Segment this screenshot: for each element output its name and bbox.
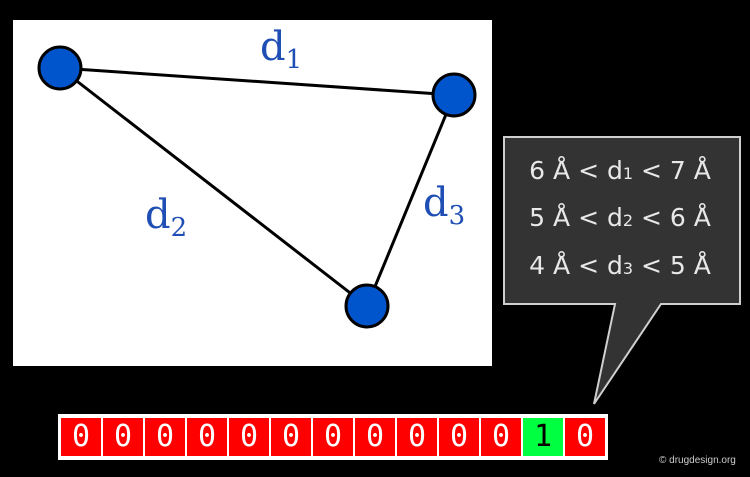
edge-d2 bbox=[59, 66, 368, 308]
bit-cell: 0 bbox=[355, 418, 395, 456]
condition-d1: 6 Å < d1 < 7 Å bbox=[529, 156, 711, 185]
bit-cell: 0 bbox=[145, 418, 185, 456]
bit-cell: 0 bbox=[271, 418, 311, 456]
bit-cell: 0 bbox=[61, 418, 101, 456]
condition-d3: 4 Å < d3 < 5 Å bbox=[529, 251, 711, 280]
node-3 bbox=[344, 283, 390, 329]
label-d3: d3 bbox=[423, 180, 465, 231]
bit-cell: 0 bbox=[397, 418, 437, 456]
edge-d3 bbox=[365, 94, 456, 307]
edge-d1 bbox=[59, 66, 455, 97]
diagram-panel: d1 d2 d3 bbox=[13, 20, 492, 366]
bit-cell: 0 bbox=[187, 418, 227, 456]
bit-cell: 0 bbox=[103, 418, 143, 456]
callout-bubble bbox=[503, 136, 741, 405]
label-d1: d1 bbox=[260, 24, 302, 75]
bit-cell: 0 bbox=[439, 418, 479, 456]
bit-cell: 0 bbox=[481, 418, 521, 456]
label-d2: d2 bbox=[145, 192, 187, 243]
callout-shape bbox=[503, 136, 741, 405]
copyright-text: © drugdesign.org bbox=[659, 455, 736, 466]
condition-d2: 5 Å < d2 < 6 Å bbox=[529, 203, 711, 232]
bit-cell: 0 bbox=[565, 418, 605, 456]
node-2 bbox=[431, 72, 477, 118]
bit-cell: 0 bbox=[229, 418, 269, 456]
node-1 bbox=[37, 45, 83, 91]
bit-cell: 1 bbox=[523, 418, 563, 456]
triangle-diagram: d1 d2 d3 bbox=[37, 24, 477, 329]
bit-cell: 0 bbox=[313, 418, 353, 456]
